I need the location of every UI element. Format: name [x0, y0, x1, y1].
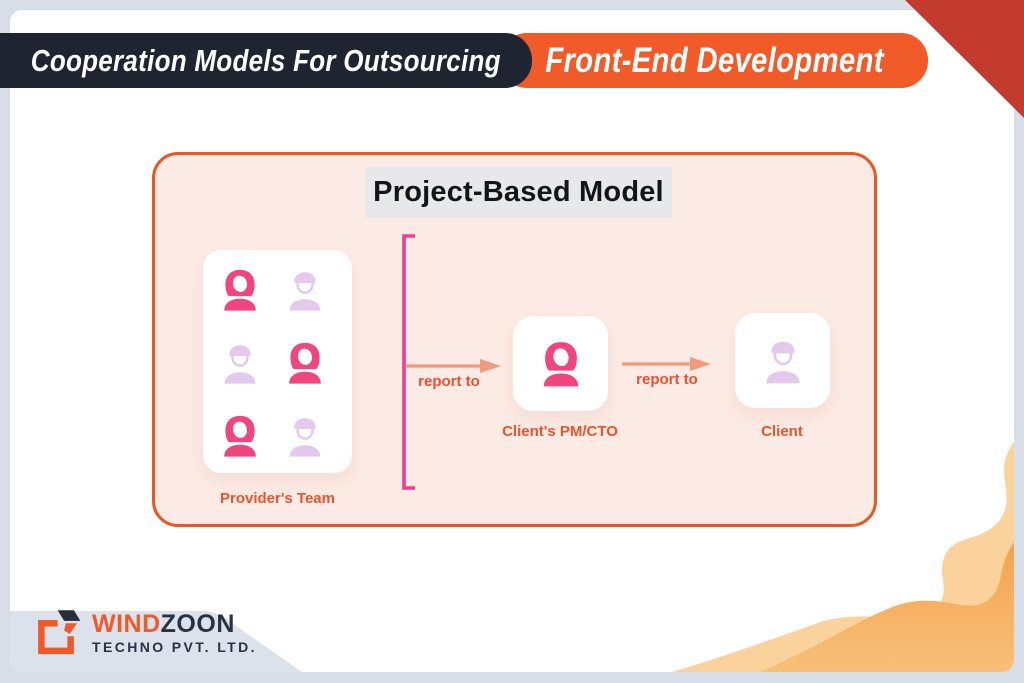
- logo-subtitle: TECHNO PVT. LTD.: [92, 638, 257, 655]
- windzoon-square-flag-icon: [38, 610, 81, 655]
- diagram-title: Project-Based Model: [373, 176, 664, 208]
- logo-text: WINDZOON TECHNO PVT. LTD.: [92, 611, 257, 654]
- client-box: [735, 313, 830, 408]
- header-left-title: Cooperation Models For Outsourcing: [30, 42, 502, 78]
- person-female-icon: [224, 269, 256, 311]
- provider-team-label: Provider's Team: [219, 490, 335, 507]
- person-male-icon: [289, 418, 321, 457]
- header-right-title: Front-End Development: [544, 40, 884, 80]
- person-icon: [217, 413, 263, 459]
- person-icon: [282, 340, 328, 386]
- diagram-title-chip: Project-Based Model: [365, 167, 672, 218]
- person-male-icon: [224, 345, 256, 384]
- client-pm-label: Client's PM/CTO: [502, 423, 618, 440]
- logo-brand-part2: ZOON: [160, 610, 235, 639]
- person-female-icon: [543, 341, 578, 386]
- company-logo: WINDZOON TECHNO PVT. LTD.: [30, 607, 257, 659]
- team-bracket: [402, 234, 415, 490]
- logo-brand-name: WINDZOON: [92, 611, 257, 637]
- provider-team-box: [203, 250, 352, 473]
- person-male-icon: [289, 272, 321, 311]
- person-icon: [536, 339, 586, 389]
- client-label: Client: [761, 423, 803, 440]
- wave-decoration: [672, 442, 1014, 672]
- person-icon: [282, 413, 328, 459]
- person-icon: [217, 340, 263, 386]
- header-dark-banner: Cooperation Models For Outsourcing: [0, 33, 532, 88]
- report-arrow-1: [406, 359, 501, 373]
- header-orange-banner: Front-End Development: [500, 33, 928, 88]
- client-pm-box: [513, 316, 608, 411]
- person-icon: [282, 267, 328, 313]
- report-to-label-2: report to: [636, 371, 698, 388]
- person-icon: [758, 336, 808, 386]
- logo-backdrop-shape: [10, 611, 302, 672]
- person-female-icon: [289, 342, 321, 384]
- person-female-icon: [224, 415, 256, 457]
- logo-brand-part1: WIND: [92, 610, 161, 639]
- report-arrow-2: [622, 357, 711, 371]
- report-to-label-1: report to: [418, 373, 480, 390]
- person-male-icon: [765, 341, 800, 383]
- person-icon: [217, 267, 263, 313]
